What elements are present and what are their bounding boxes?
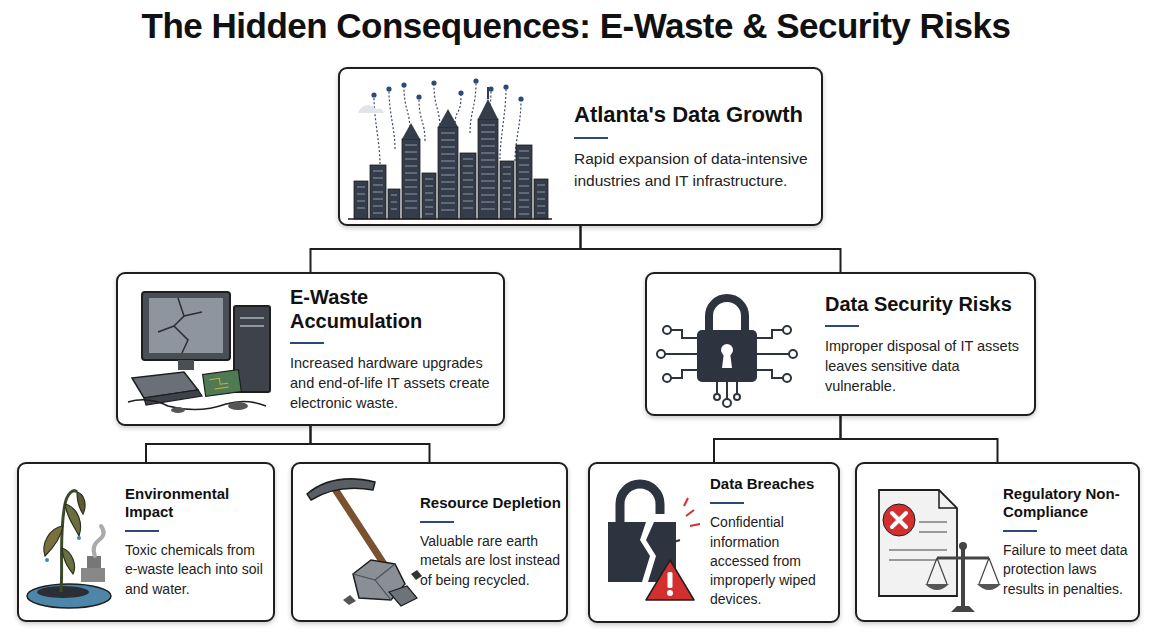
box-heading: Resource Depletion xyxy=(420,494,564,512)
heading-underline xyxy=(710,502,744,504)
circuit-padlock-icon xyxy=(647,274,815,418)
tree-connector xyxy=(841,416,998,462)
pickaxe-rocks-icon xyxy=(293,464,423,620)
heading-underline xyxy=(290,342,324,344)
tree-connector xyxy=(311,226,581,272)
text-column: Atlanta's Data GrowthRapid expansion of … xyxy=(574,69,814,224)
text-group: Resource DepletionValuable rare earth me… xyxy=(420,494,564,590)
text-column: Environmental ImpactToxic chemicals from… xyxy=(125,464,271,620)
heading-underline xyxy=(574,137,608,139)
box-heading: Atlanta's Data Growth xyxy=(574,102,814,128)
box-heading: Environmental Impact xyxy=(125,485,271,521)
text-column: Regulatory Non-ComplianceFailure to meet… xyxy=(1003,464,1135,620)
document-scales-icon xyxy=(857,464,1007,620)
text-group: Regulatory Non-ComplianceFailure to meet… xyxy=(1003,485,1135,599)
tree-connector xyxy=(714,416,841,462)
heading-underline xyxy=(825,325,859,327)
tree-connector xyxy=(146,426,311,462)
leaf-box: Data BreachesConfidential information ac… xyxy=(588,462,840,623)
branch-box: E-Waste AccumulationIncreased hardware u… xyxy=(116,272,505,426)
text-group: Atlanta's Data GrowthRapid expansion of … xyxy=(574,102,814,191)
heading-underline xyxy=(1003,530,1037,532)
box-heading: Data Breaches xyxy=(710,475,836,493)
box-description: Confidential information accessed from i… xyxy=(710,513,836,610)
box-description: Increased hardware upgrades and end-of-l… xyxy=(290,353,498,413)
leaf-box: Resource DepletionValuable rare earth me… xyxy=(291,462,568,622)
branch-box: Data Security RisksImproper disposal of … xyxy=(645,272,1036,416)
text-column: Resource DepletionValuable rare earth me… xyxy=(420,464,564,620)
city-skyline-icon xyxy=(340,69,562,228)
box-heading: E-Waste Accumulation xyxy=(290,285,498,333)
box-description: Improper disposal of IT assets leaves se… xyxy=(825,336,1027,396)
box-description: Toxic chemicals from e-waste leach into … xyxy=(125,541,271,599)
box-description: Valuable rare earth metals are lost inst… xyxy=(420,532,564,590)
wilted-plant-icon xyxy=(19,464,123,620)
diagram-title: The Hidden Consequences: E-Waste & Secur… xyxy=(0,6,1152,46)
box-heading: Regulatory Non-Compliance xyxy=(1003,485,1135,521)
heading-underline xyxy=(125,530,159,532)
tree-connector xyxy=(311,426,430,462)
broken-lock-warning-icon xyxy=(590,464,708,620)
root-box: Atlanta's Data GrowthRapid expansion of … xyxy=(338,67,823,226)
text-group: E-Waste AccumulationIncreased hardware u… xyxy=(290,285,498,413)
leaf-box: Regulatory Non-ComplianceFailure to meet… xyxy=(855,462,1140,622)
text-group: Data BreachesConfidential information ac… xyxy=(710,475,836,610)
box-description: Failure to meet data protection laws res… xyxy=(1003,541,1135,599)
text-column: Data BreachesConfidential information ac… xyxy=(710,464,836,621)
box-heading: Data Security Risks xyxy=(825,292,1027,316)
text-group: Data Security RisksImproper disposal of … xyxy=(825,292,1027,396)
text-column: E-Waste AccumulationIncreased hardware u… xyxy=(290,274,498,424)
leaf-box: Environmental ImpactToxic chemicals from… xyxy=(17,462,275,622)
text-group: Environmental ImpactToxic chemicals from… xyxy=(125,485,271,599)
text-column: Data Security RisksImproper disposal of … xyxy=(825,274,1027,414)
heading-underline xyxy=(420,521,454,523)
broken-computer-icon xyxy=(118,274,284,418)
tree-connector xyxy=(581,226,841,272)
box-description: Rapid expansion of data-intensive indust… xyxy=(574,148,814,191)
